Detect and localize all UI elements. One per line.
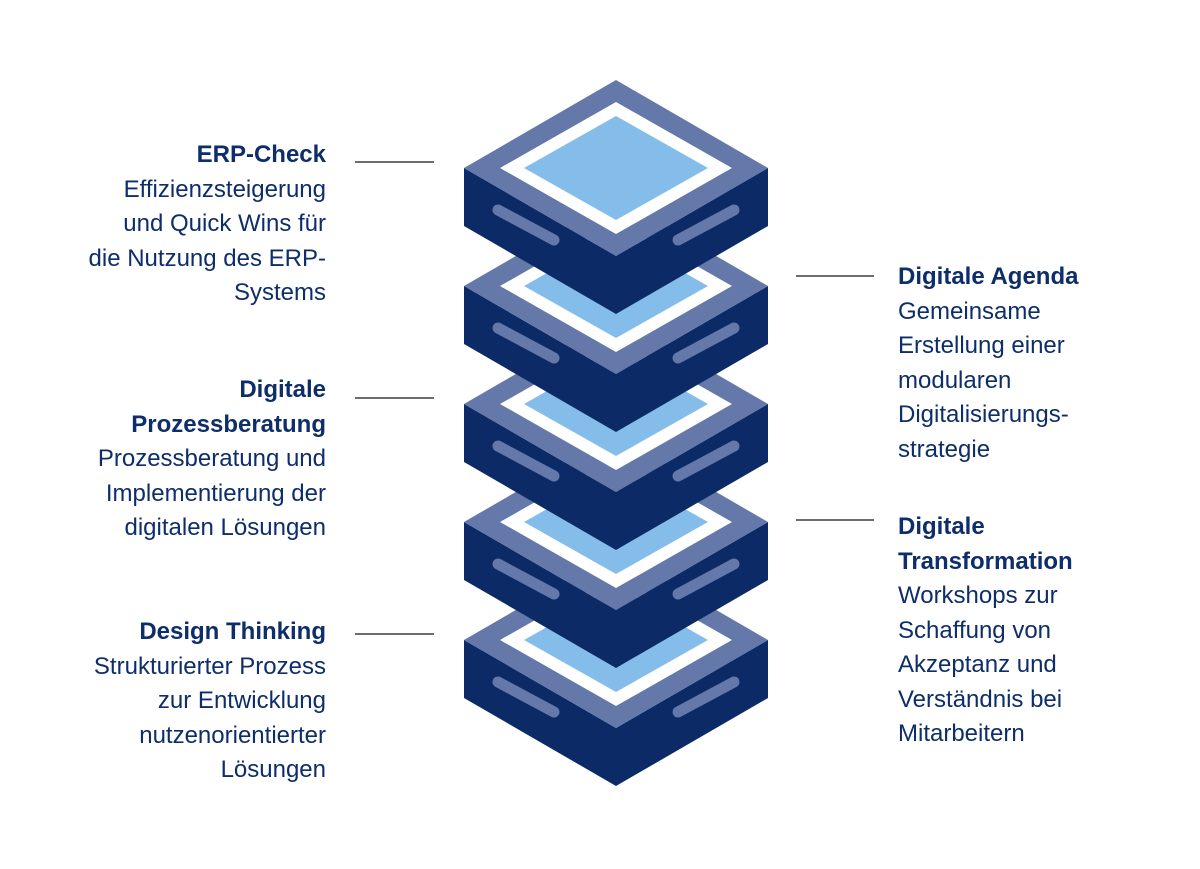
- layer-right-face: [616, 640, 768, 786]
- label-design-thinking-title: Design Thinking: [139, 618, 326, 645]
- layer-left-slot: [492, 440, 560, 482]
- label-digitale-prozessberatung-title: Digitale Prozessberatung: [131, 376, 326, 438]
- label-digitale-prozessberatung-description: Prozessberatung und Implementierung der …: [97, 445, 326, 541]
- label-erp-check: ERP-Check Effizienzsteigerung und Quick …: [26, 138, 326, 311]
- connector-digitale-transformation: [796, 519, 874, 521]
- layer-right-face: [616, 286, 768, 432]
- label-digitale-transformation-description: Workshops zur Schaffung von Akzeptanz un…: [898, 582, 1063, 747]
- label-digitale-transformation: Digitale Transformation Workshops zur Sc…: [898, 510, 1118, 752]
- label-digitale-agenda-description: Gemeinsame Erstellung einer modularen Di…: [898, 297, 1069, 463]
- label-digitale-agenda-title: Digitale Agenda: [898, 263, 1079, 290]
- layer-right-slot: [672, 676, 740, 718]
- label-digitale-agenda: Digitale Agenda Gemeinsame Erstellung ei…: [898, 260, 1118, 467]
- layer-left-slot: [492, 322, 560, 364]
- layer-screen: [524, 116, 708, 220]
- label-design-thinking-description: Strukturierter Prozess zur Entwicklung n…: [93, 652, 326, 784]
- label-digitale-transformation-title: Digitale Transformation: [898, 513, 1073, 575]
- connector-digitale-agenda: [796, 275, 874, 277]
- label-design-thinking: Design Thinking Strukturierter Prozess z…: [26, 615, 326, 788]
- layer-left-face: [464, 286, 616, 432]
- layer-right-slot: [672, 204, 740, 246]
- connector-digitale-prozessberatung: [355, 397, 434, 399]
- layer-left-slot: [492, 676, 560, 718]
- label-digitale-prozessberatung: Digitale Prozessberatung Prozessberatung…: [26, 373, 326, 546]
- connector-design-thinking: [355, 633, 434, 635]
- label-erp-check-title: ERP-Check: [196, 141, 326, 168]
- layer-right-face: [616, 404, 768, 550]
- layer-left-slot: [492, 204, 560, 246]
- connector-erp-check: [355, 161, 434, 163]
- layer-left-slot: [492, 558, 560, 600]
- layer-right-slot: [672, 440, 740, 482]
- layer-right-face: [616, 522, 768, 668]
- layer-left-face: [464, 168, 616, 314]
- layer-right-face: [616, 168, 768, 314]
- label-erp-check-description: Effizienzsteigerung und Quick Wins für d…: [88, 175, 326, 307]
- layer-right-slot: [672, 322, 740, 364]
- layer-left-face: [464, 640, 616, 786]
- layer-1: [464, 80, 768, 314]
- layer-left-face: [464, 522, 616, 668]
- layer-left-face: [464, 404, 616, 550]
- layer-right-slot: [672, 558, 740, 600]
